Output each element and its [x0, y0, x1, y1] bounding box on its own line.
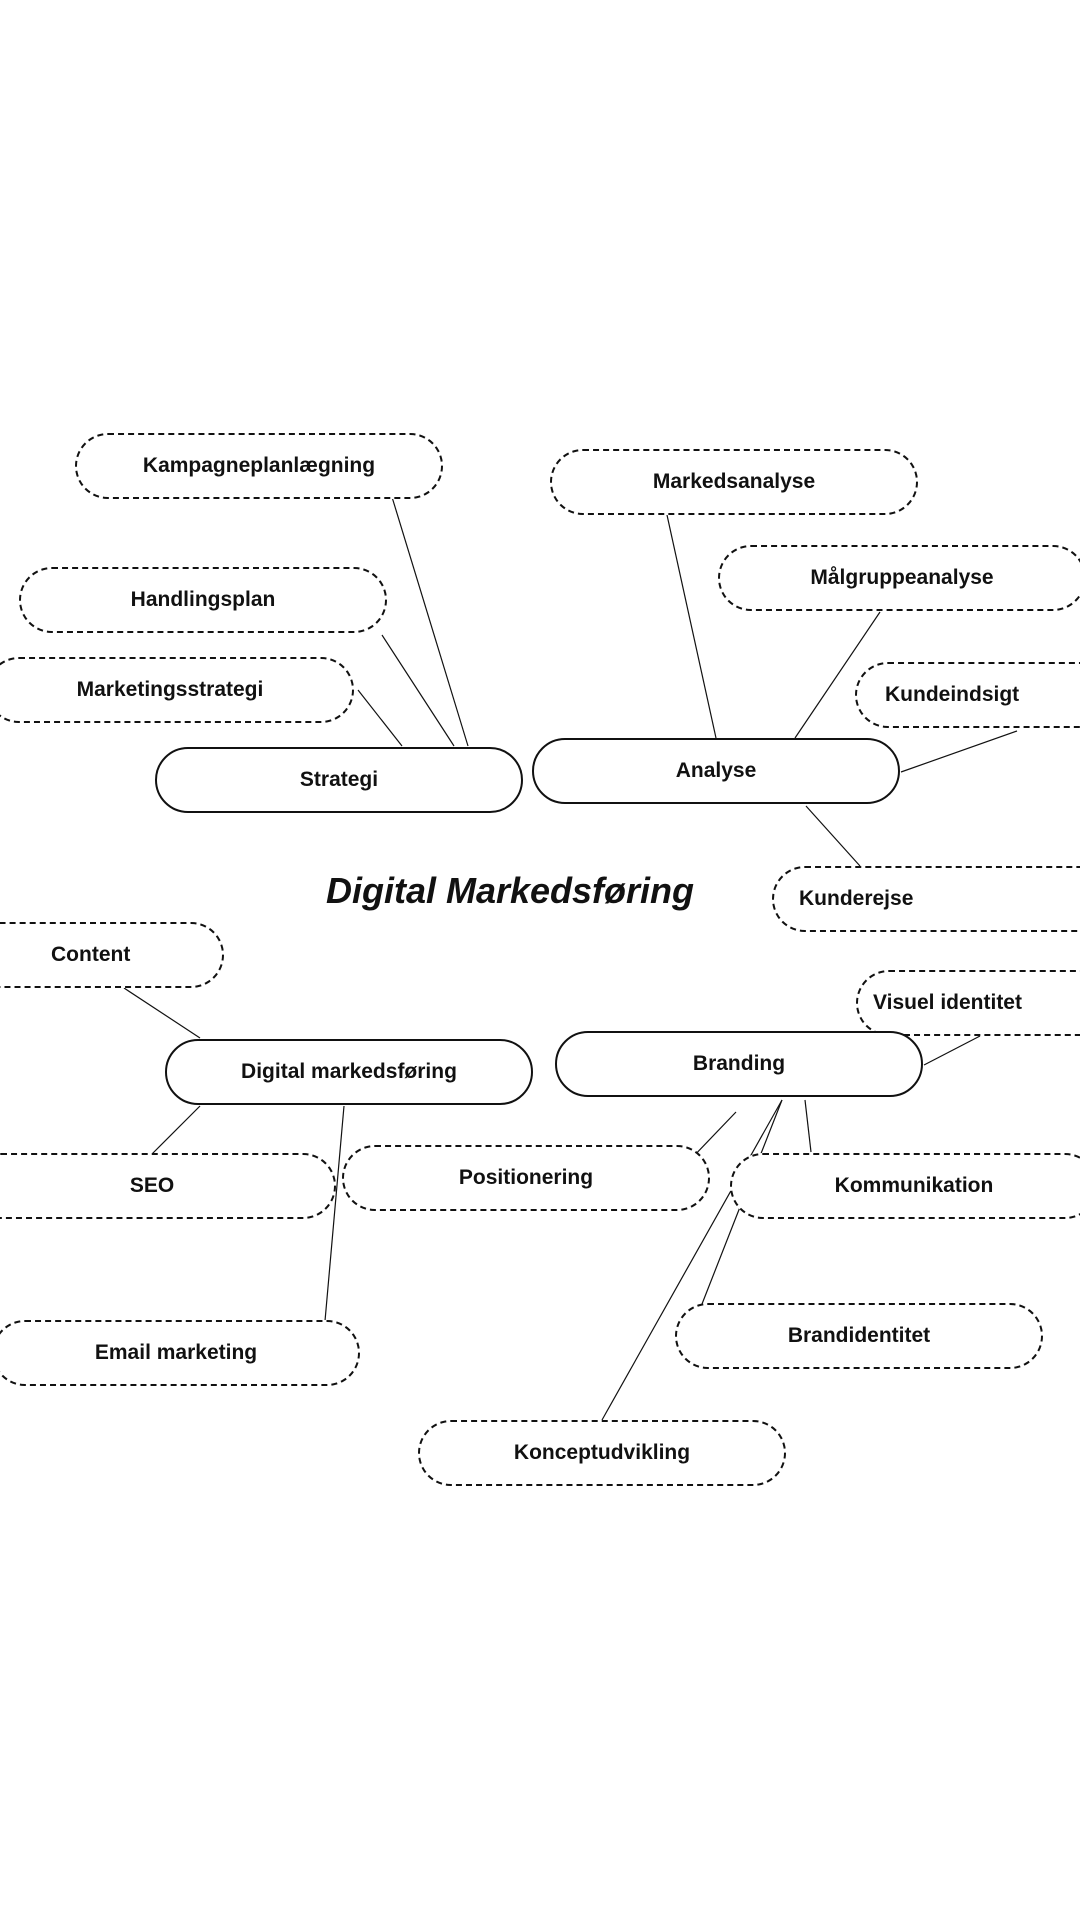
connector-branding-kommunikation	[804, 1099, 812, 1153]
node-label: Positionering	[458, 1166, 594, 1189]
node-label: Brandidentitet	[787, 1324, 931, 1347]
connector-digital-seo	[151, 1105, 201, 1155]
node-brandidentitet[interactable]: Brandidentitet	[675, 1303, 1043, 1369]
node-strategi[interactable]: Strategi	[155, 747, 523, 813]
node-positionering[interactable]: Positionering	[342, 1145, 710, 1211]
node-label: Konceptudvikling	[513, 1441, 691, 1464]
node-malgruppeanalyse[interactable]: Målgruppeanalyse	[718, 545, 1080, 611]
connector-branding-visuel	[923, 1035, 981, 1066]
node-label: Kommunikation	[834, 1174, 994, 1197]
node-label: Kampagneplanlægning	[142, 454, 376, 477]
node-label: Kunderejse	[799, 887, 914, 910]
node-kundeindsigt[interactable]: Kundeindsigt	[855, 662, 1080, 728]
node-email-marketing[interactable]: Email marketing	[0, 1320, 360, 1386]
node-visuel-identitet[interactable]: Visuel identitet	[856, 970, 1080, 1036]
connector-strategi-marketingsstrategi	[357, 689, 403, 747]
node-kunderejse[interactable]: Kunderejse	[772, 866, 1080, 932]
node-seo[interactable]: SEO	[0, 1153, 336, 1219]
node-label: Målgruppeanalyse	[810, 566, 994, 589]
node-branding[interactable]: Branding	[555, 1031, 923, 1097]
node-label: Branding	[692, 1052, 786, 1075]
node-label: Handlingsplan	[130, 588, 276, 611]
node-label: Marketingsstrategi	[76, 678, 264, 701]
node-kampagneplanlaegning[interactable]: Kampagneplanlægning	[75, 433, 443, 499]
node-label: Analyse	[675, 759, 757, 782]
node-handlingsplan[interactable]: Handlingsplan	[19, 567, 387, 633]
node-label: Email marketing	[94, 1341, 258, 1364]
node-label: Strategi	[299, 768, 379, 791]
node-konceptudvikling[interactable]: Konceptudvikling	[418, 1420, 786, 1486]
connector-analyse-markedsanalyse	[666, 514, 717, 739]
connector-analyse-malgruppeanalyse	[794, 611, 881, 739]
connector-analyse-kundeindsigt	[900, 730, 1018, 773]
connector-digital-email	[324, 1105, 345, 1322]
diagram-title: Digital Markedsføring	[325, 870, 695, 911]
node-label: Visuel identitet	[873, 991, 1022, 1014]
connector-strategi-handlingsplan	[381, 634, 455, 747]
node-label: Markedsanalyse	[652, 470, 816, 493]
node-marketingsstrategi[interactable]: Marketingsstrategi	[0, 657, 354, 723]
node-label: Content	[51, 943, 131, 966]
connector-digital-content	[123, 987, 201, 1039]
node-label: Digital markedsføring	[241, 1060, 457, 1083]
node-label: SEO	[129, 1174, 175, 1197]
node-label: Kundeindsigt	[885, 683, 1020, 706]
node-content[interactable]: Content	[0, 922, 224, 988]
connector-analyse-kunderejse	[805, 805, 861, 867]
connector-strategi-kampagneplanlaegning	[391, 496, 469, 747]
node-kommunikation[interactable]: Kommunikation	[730, 1153, 1080, 1219]
node-analyse[interactable]: Analyse	[532, 738, 900, 804]
node-markedsanalyse[interactable]: Markedsanalyse	[550, 449, 918, 515]
node-digital-markedsforing[interactable]: Digital markedsføring	[165, 1039, 533, 1105]
connector-branding-konceptudvikling	[601, 1099, 783, 1421]
